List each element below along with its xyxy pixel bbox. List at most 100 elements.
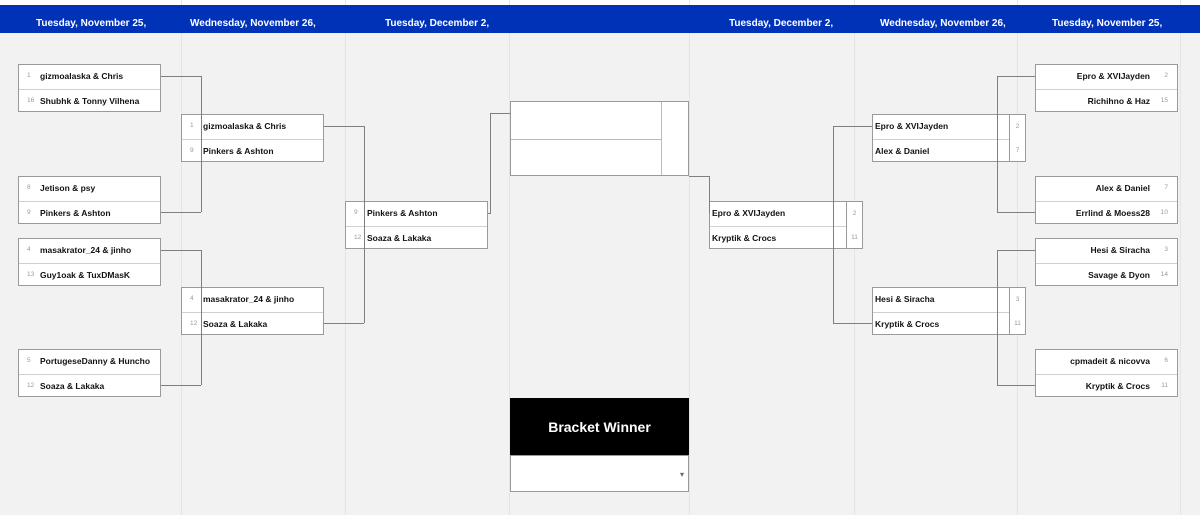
round-date-right-2: Wednesday, November 26, [880,18,1006,29]
bracket-connector [997,76,998,212]
team-seed: 16 [27,97,35,104]
bracket-connector [689,176,709,177]
team-slot[interactable]: Epro & XVIJayden [710,202,851,226]
team-name: gizmoalaska & Chris [203,121,287,131]
team-slot[interactable]: Alex & Daniel 7 [1036,177,1177,201]
bracket-connector [833,323,872,324]
team-name: Richihno & Haz [1087,96,1150,106]
team-slot[interactable]: Epro & XVIJayden [873,115,1014,139]
team-seed: 4 [190,295,194,302]
gridline [1180,0,1181,515]
team-seed: 3 [1015,296,1020,303]
team-slot[interactable]: masakrator_24 & jinho 4 [182,288,323,312]
team-name: masakrator_24 & jinho [203,294,295,304]
team-slot[interactable]: Pinkers & Ashton 9 [19,201,160,226]
bracket-connector [161,385,201,386]
gridline [689,0,690,515]
team-slot[interactable]: Kryptik & Crocs [710,226,851,251]
team-name: Soaza & Lakaka [367,233,432,243]
team-name: Guy1oak & TuxDMasK [40,270,131,280]
team-seed: 9 [190,147,194,154]
team-seed: 12 [27,382,35,389]
round-date-header: Tuesday, November 25, Wednesday, Novembe… [0,5,1200,33]
team-seed: 2 [1164,72,1168,79]
final-seed-divider [661,102,662,175]
team-seed: 2 [852,210,857,217]
gridline [509,0,510,515]
team-seed: 10 [1160,209,1168,216]
team-seed: 11 [851,234,858,241]
bracket-connector [201,76,202,212]
team-slot[interactable]: Savage & Dyon 14 [1036,263,1177,288]
team-name: Epro & XVIJayden [712,208,786,218]
team-seed: 9 [27,209,31,216]
team-seed: 4 [27,246,31,253]
team-slot[interactable]: Hesi & Siracha [873,288,1014,312]
bracket-winner-select[interactable]: ▾ [510,455,689,492]
bracket-connector [709,176,710,213]
team-slot[interactable]: Kryptik & Crocs [873,312,1014,337]
team-seed: 8 [27,184,31,191]
team-name: Hesi & Siracha [875,294,935,304]
bracket-connector [364,126,365,323]
team-name: Epro & XVIJayden [1076,71,1150,81]
bracket-connector [324,323,364,324]
team-name: Pinkers & Ashton [40,208,111,218]
seed-column: 2 11 [846,201,863,249]
team-seed: 12 [190,320,198,327]
team-seed: 3 [1164,246,1168,253]
bracket-connector [490,113,510,114]
team-name: PortugeseDanny & Huncho [40,356,151,366]
bracket-connector [833,126,834,323]
team-name: Savage & Dyon [1088,270,1150,280]
dropdown-caret-icon[interactable]: ▾ [679,470,684,479]
bracket-connector [201,250,202,385]
team-name: Epro & XVIJayden [875,121,949,131]
team-seed: 14 [1160,271,1168,278]
bracket-connector [997,76,1035,77]
championship-match [510,101,689,176]
team-seed: 9 [354,209,358,216]
team-slot[interactable]: Alex & Daniel [873,139,1014,164]
bracket-connector [997,250,1035,251]
round-date-right-3: Tuesday, December 2, [729,18,834,29]
team-name: Kryptik & Crocs [875,319,940,329]
gridline [181,0,182,515]
bracket-connector [997,212,1035,213]
bracket-connector [833,126,872,127]
team-name: Alex & Daniel [1095,183,1150,193]
team-seed: 11 [1161,382,1168,389]
team-seed: 7 [1164,184,1168,191]
team-name: cpmadeit & nicovva [1070,356,1150,366]
team-slot[interactable]: Epro & XVIJayden 2 [1036,65,1177,89]
bracket-connector [161,250,201,251]
